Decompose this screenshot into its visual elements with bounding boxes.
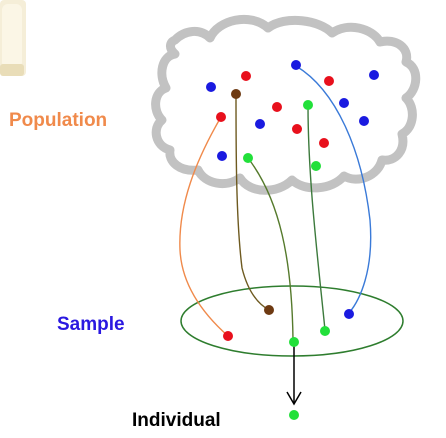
- population-dot: [231, 89, 241, 99]
- population-dot: [272, 102, 282, 112]
- down-arrow-icon: [286, 343, 302, 406]
- sample-dot: [264, 305, 274, 315]
- population-dot: [311, 161, 321, 171]
- individual-dot: [289, 410, 299, 420]
- population-dot: [319, 138, 329, 148]
- population-dot: [339, 98, 349, 108]
- population-dot: [217, 151, 227, 161]
- population-dot: [292, 124, 302, 134]
- population-dot: [206, 82, 216, 92]
- curve-green-right-to-sample: [307, 104, 326, 331]
- sample-dot: [344, 309, 354, 319]
- population-dot: [324, 76, 334, 86]
- corner-object-icon: [0, 0, 26, 76]
- population-dot: [216, 112, 226, 122]
- curve-blue-to-sample: [295, 65, 372, 314]
- curve-red-to-sample: [179, 116, 229, 337]
- population-label: Population: [9, 110, 107, 131]
- population-dots: [206, 60, 379, 171]
- population-dot: [243, 153, 253, 163]
- sampling-curves: [179, 65, 372, 341]
- sample-label: Sample: [57, 314, 125, 335]
- population-dot: [359, 116, 369, 126]
- population-dot: [291, 60, 301, 70]
- population-cloud: [151, 14, 421, 195]
- sample-dot: [223, 331, 233, 341]
- curve-green-left-to-sample: [247, 157, 294, 341]
- population-dot: [241, 71, 251, 81]
- sample-dots: [223, 305, 354, 347]
- curve-brown-to-sample: [235, 93, 270, 311]
- population-dot: [369, 70, 379, 80]
- population-dot: [255, 119, 265, 129]
- sample-dot: [320, 326, 330, 336]
- sample-ellipse: [180, 285, 404, 357]
- population-dot: [303, 100, 313, 110]
- sample-dot: [289, 337, 299, 347]
- individual-label: Individual: [132, 410, 221, 431]
